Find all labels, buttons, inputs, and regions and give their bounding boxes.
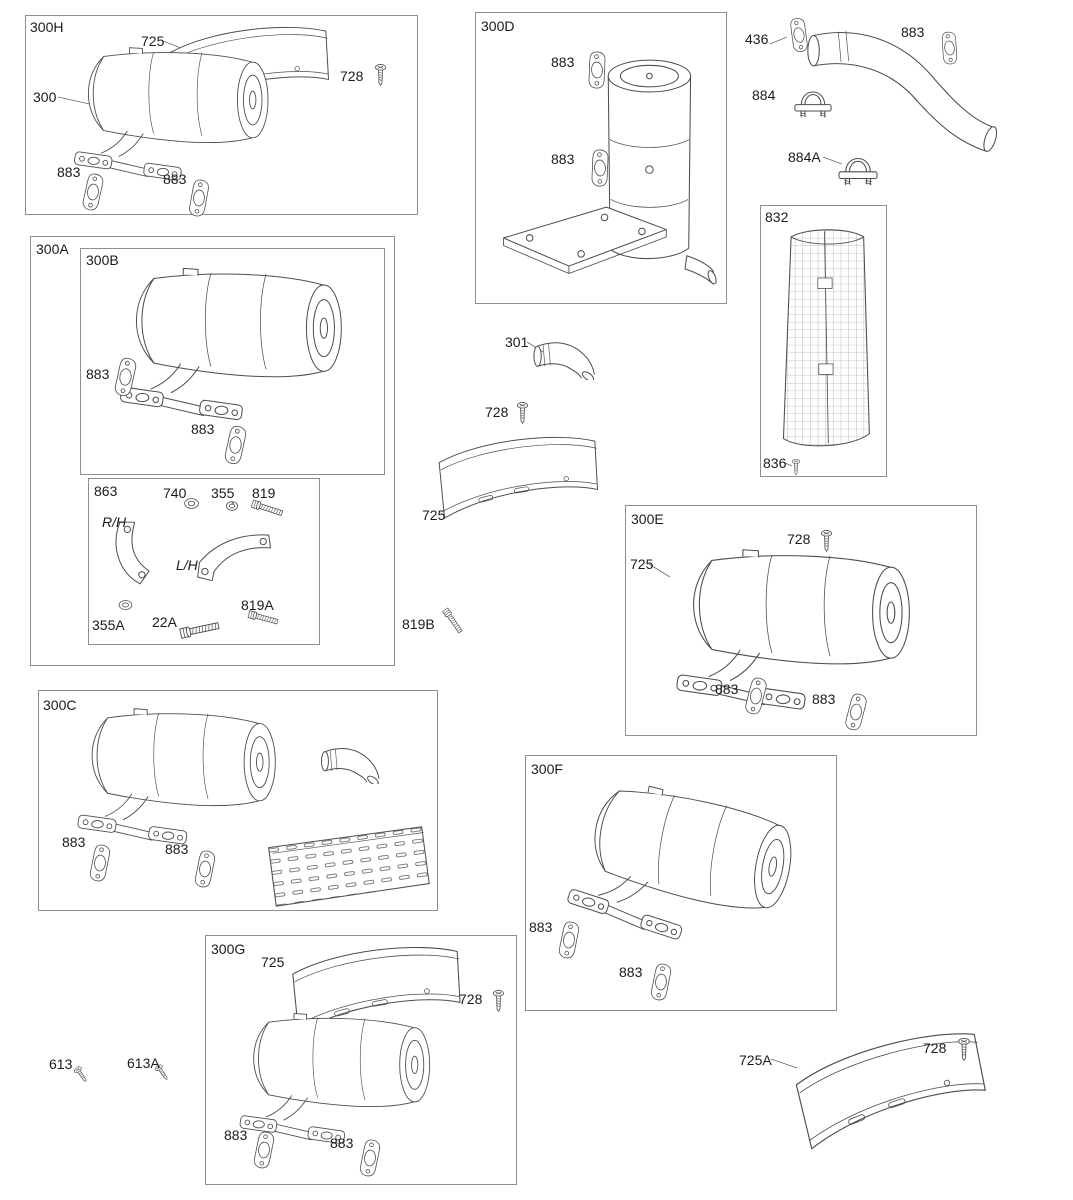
callout-740: 740 bbox=[163, 485, 187, 501]
callout-e-883a: 883 bbox=[715, 681, 739, 697]
screw-icon bbox=[791, 459, 801, 476]
section-box-300f bbox=[525, 755, 837, 1011]
callout-h-883b: 883 bbox=[163, 171, 187, 187]
gasket-icon bbox=[249, 1129, 278, 1171]
heat-shield-drawing bbox=[432, 432, 602, 529]
gasket-icon bbox=[110, 355, 141, 400]
screw-icon bbox=[492, 990, 505, 1013]
callout-355: 355 bbox=[211, 485, 235, 501]
callout-c-883b: 883 bbox=[165, 841, 189, 857]
callout-301: 301 bbox=[505, 334, 529, 350]
callout-d-883a: 883 bbox=[551, 54, 575, 70]
callout-e-728: 728 bbox=[787, 531, 811, 547]
callout-c-883a: 883 bbox=[62, 834, 86, 850]
section-label-300d: 300D bbox=[481, 18, 515, 34]
gasket-icon bbox=[85, 842, 114, 884]
callout-h-725: 725 bbox=[141, 33, 165, 49]
callout-884a: 884A bbox=[788, 149, 821, 165]
callout-613a: 613A bbox=[127, 1055, 160, 1071]
callout-e-883b: 883 bbox=[812, 691, 836, 707]
callout-h-883a: 883 bbox=[57, 164, 81, 180]
section-label-863: 863 bbox=[94, 483, 118, 499]
callout-f-883a: 883 bbox=[529, 919, 553, 935]
washer-icon bbox=[118, 599, 133, 611]
gasket-icon bbox=[554, 919, 583, 961]
callout-tr-883: 883 bbox=[901, 24, 925, 40]
callout-b-883a: 883 bbox=[86, 366, 110, 382]
section-box-300d bbox=[475, 12, 727, 304]
callout-g-725: 725 bbox=[261, 954, 285, 970]
gasket-icon bbox=[78, 171, 108, 213]
clamp-icon bbox=[836, 148, 880, 188]
section-label-300g: 300G bbox=[211, 941, 246, 957]
callout-725a: 725A bbox=[739, 1052, 772, 1068]
gasket-icon bbox=[586, 147, 615, 189]
callout-lh: L/H bbox=[176, 557, 198, 573]
section-box-300g bbox=[205, 935, 517, 1185]
gasket-icon bbox=[185, 177, 214, 219]
callout-436: 436 bbox=[745, 31, 769, 47]
section-box-863 bbox=[88, 478, 320, 645]
callout-m-728: 728 bbox=[485, 404, 509, 420]
gasket-icon bbox=[646, 961, 675, 1003]
gasket-icon bbox=[840, 690, 871, 733]
section-box-300a bbox=[30, 236, 395, 666]
callout-rh: R/H bbox=[102, 514, 127, 530]
bracket-lh-drawing bbox=[194, 526, 276, 588]
section-label-300f: 300F bbox=[531, 761, 563, 777]
section-label-300h: 300H bbox=[30, 19, 64, 35]
callout-d-883b: 883 bbox=[551, 151, 575, 167]
muffler-drawing-300e bbox=[650, 543, 950, 722]
callout-b-883b: 883 bbox=[191, 421, 215, 437]
section-label-300b: 300B bbox=[86, 252, 119, 268]
elbow-pipe-drawing bbox=[318, 742, 386, 784]
section-box-300c bbox=[38, 690, 438, 911]
callout-g-883a: 883 bbox=[224, 1127, 248, 1143]
callout-g-728: 728 bbox=[459, 991, 483, 1007]
screw-icon bbox=[820, 530, 833, 553]
section-box-300e bbox=[625, 505, 977, 736]
callout-355a: 355A bbox=[92, 617, 125, 633]
section-label-300e: 300E bbox=[631, 511, 664, 527]
perforated-shield-drawing bbox=[263, 823, 433, 910]
muffler-drawing-300h bbox=[52, 42, 302, 191]
lock-washer-icon bbox=[225, 500, 239, 512]
gasket-icon bbox=[355, 1137, 384, 1179]
callout-br-728: 728 bbox=[923, 1040, 947, 1056]
section-label-300a: 300A bbox=[36, 241, 69, 257]
gasket-icon bbox=[583, 49, 612, 91]
callout-f-883b: 883 bbox=[619, 964, 643, 980]
callout-836: 836 bbox=[763, 455, 787, 471]
section-box-300b bbox=[80, 248, 385, 475]
elbow-pipe-drawing bbox=[530, 336, 602, 380]
gasket-icon bbox=[190, 848, 219, 890]
muffler-drawing-300b bbox=[95, 262, 380, 432]
callout-h-728: 728 bbox=[340, 68, 364, 84]
gasket-icon bbox=[220, 423, 251, 468]
section-box-300h bbox=[25, 15, 418, 215]
callout-h-300: 300 bbox=[33, 89, 57, 105]
section-label-300c: 300C bbox=[43, 697, 77, 713]
screw-icon bbox=[957, 1038, 971, 1062]
callout-g-883b: 883 bbox=[330, 1135, 354, 1151]
spark-arrester-screen-drawing bbox=[772, 222, 877, 460]
callout-613: 613 bbox=[49, 1056, 73, 1072]
screw-icon bbox=[374, 64, 387, 87]
callout-819: 819 bbox=[252, 485, 276, 501]
callout-819a: 819A bbox=[241, 597, 274, 613]
callout-884: 884 bbox=[752, 87, 776, 103]
callout-m-725: 725 bbox=[422, 507, 446, 523]
clamp-icon bbox=[792, 82, 834, 120]
callout-e-725: 725 bbox=[630, 556, 654, 572]
screw-icon bbox=[516, 402, 529, 425]
section-label-832: 832 bbox=[765, 209, 789, 225]
gasket-icon bbox=[740, 674, 771, 717]
callout-819b: 819B bbox=[402, 616, 435, 632]
callout-22a: 22A bbox=[152, 614, 177, 630]
section-box-832 bbox=[760, 205, 887, 477]
